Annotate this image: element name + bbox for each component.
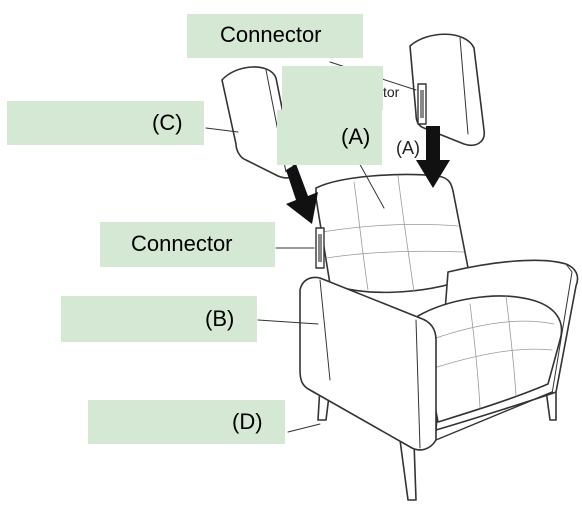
connector-label-top-text: Connector — [220, 22, 322, 47]
leader-part-c — [205, 127, 239, 133]
connector-fragment-box — [282, 66, 383, 110]
leader-part-b — [257, 319, 319, 325]
connector-label-side-text: Connector — [131, 231, 233, 256]
part-a-small-label: (A) — [396, 138, 420, 158]
seat-cushion — [417, 295, 563, 423]
part-a-label-text: (A) — [341, 124, 371, 149]
part-b-label-box: (B) — [61, 296, 257, 342]
connector-fragment-text: tor — [383, 84, 400, 100]
part-c-label-box: (C) — [7, 101, 204, 145]
connector-label-side: Connector — [100, 222, 275, 267]
part-c-label-text: (C) — [152, 110, 183, 135]
part-d-label-text: (D) — [232, 409, 263, 434]
arrow-down-right — [416, 126, 450, 188]
leader-part-d — [287, 423, 321, 433]
leg-front-right — [399, 439, 417, 501]
part-b-label-text: (B) — [205, 306, 235, 331]
connector-label-top: Connector — [187, 14, 363, 58]
leg-back-right — [545, 389, 557, 421]
arrow-down-left — [286, 164, 318, 224]
seat-back-a — [315, 173, 471, 294]
part-d-label-box: (D) — [88, 400, 285, 444]
part-a-label-box: (A) — [277, 110, 382, 165]
